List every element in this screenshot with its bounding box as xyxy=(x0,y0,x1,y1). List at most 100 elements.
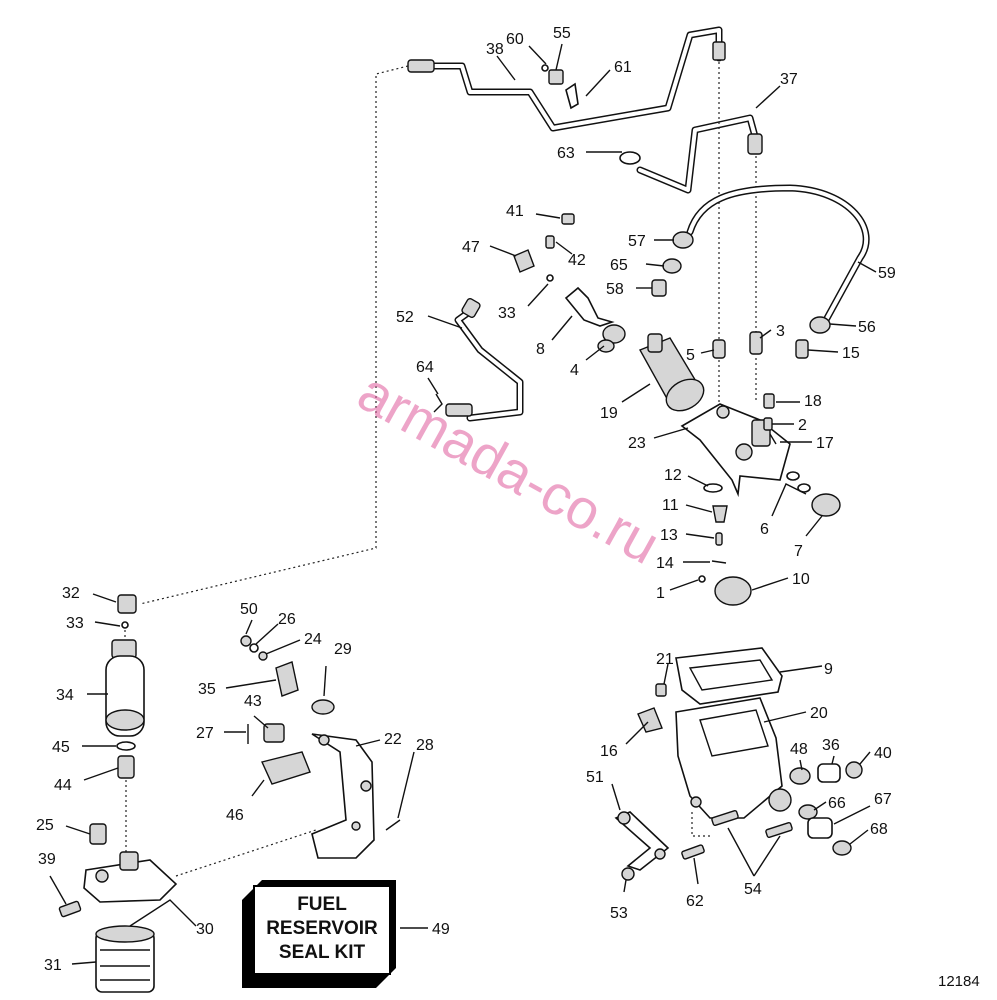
part-18-screw xyxy=(763,393,775,409)
callout-11: 11 xyxy=(662,497,679,514)
part-3-fitting xyxy=(749,331,763,355)
part-6-oring xyxy=(797,483,811,493)
part-45-oring xyxy=(116,741,136,751)
part-57-fitting xyxy=(672,231,694,249)
part-53-nut xyxy=(621,867,635,881)
part-17-screw xyxy=(769,433,777,445)
callout-52: 52 xyxy=(396,309,414,326)
callout-3: 3 xyxy=(776,323,785,340)
callout-35: 35 xyxy=(198,681,216,698)
callout-44: 44 xyxy=(54,777,72,794)
part-29-grommet xyxy=(311,699,335,715)
leader-lines xyxy=(49,43,877,965)
part-40-ring xyxy=(845,761,863,779)
line-fitting xyxy=(461,297,481,319)
part-4-washer xyxy=(602,324,626,344)
part-46-module xyxy=(261,751,311,785)
part-4-nut xyxy=(597,339,615,353)
callout-62: 62 xyxy=(686,893,704,910)
part-44-adapter xyxy=(117,755,135,779)
part-33-oring xyxy=(546,274,554,282)
part-60-clip xyxy=(541,64,549,72)
callout-38: 38 xyxy=(486,41,504,58)
callout-43: 43 xyxy=(244,693,262,710)
callout-19: 19 xyxy=(600,405,618,422)
callout-12: 12 xyxy=(664,467,682,484)
part-35-bracket xyxy=(275,661,299,697)
part-24-screw xyxy=(258,651,268,661)
callout-13: 13 xyxy=(660,527,678,544)
part-68-ring xyxy=(832,840,852,856)
callout-65: 65 xyxy=(610,257,628,274)
callout-34: 34 xyxy=(56,687,74,704)
callout-labels: 38 60 55 61 63 37 41 42 47 33 8 4 57 65 … xyxy=(36,25,896,974)
callout-49: 49 xyxy=(432,921,450,938)
callout-2: 2 xyxy=(798,417,807,434)
kit-box-line1: FUEL xyxy=(297,894,347,915)
callout-6: 6 xyxy=(760,521,769,538)
line-fitting xyxy=(445,403,473,417)
callout-61: 61 xyxy=(614,59,632,76)
callout-67: 67 xyxy=(874,791,892,808)
part-25-fitting xyxy=(89,823,107,845)
part-66-bushing xyxy=(798,804,818,820)
callout-20: 20 xyxy=(810,705,828,722)
part-14-spring xyxy=(711,560,727,564)
callout-28: 28 xyxy=(416,737,434,754)
callout-23: 23 xyxy=(628,435,646,452)
part-65-fitting xyxy=(662,258,682,274)
part-22-bracket xyxy=(311,733,375,859)
callout-15: 15 xyxy=(842,345,860,362)
part-54-bolt xyxy=(711,809,739,827)
callout-9: 9 xyxy=(824,661,833,678)
callout-26: 26 xyxy=(278,611,296,628)
callout-1: 1 xyxy=(656,585,665,602)
part-48-bushing xyxy=(789,767,811,785)
callout-37: 37 xyxy=(780,71,798,88)
part-63-fitting xyxy=(619,151,641,165)
callout-33-upper: 33 xyxy=(498,305,516,322)
callout-68: 68 xyxy=(870,821,888,838)
callout-18: 18 xyxy=(804,393,822,410)
callout-46: 46 xyxy=(226,807,244,824)
callout-22: 22 xyxy=(384,731,402,748)
part-7-plug xyxy=(811,493,841,517)
line-fitting xyxy=(747,133,763,155)
callout-55: 55 xyxy=(553,25,571,42)
part-62-bolt xyxy=(681,844,705,860)
callout-40: 40 xyxy=(874,745,892,762)
callout-64: 64 xyxy=(416,359,434,376)
callout-63: 63 xyxy=(557,145,575,162)
callout-16: 16 xyxy=(600,743,618,760)
part-67-sleeve xyxy=(807,817,833,839)
part-23-cover xyxy=(680,403,791,498)
callout-53: 53 xyxy=(610,905,628,922)
callout-57: 57 xyxy=(628,233,646,250)
part-47-fitting xyxy=(513,249,535,273)
fuel-line-38 xyxy=(407,26,726,132)
figure-number: 12184 xyxy=(938,973,980,990)
part-12-oring xyxy=(703,483,723,493)
callout-45: 45 xyxy=(52,739,70,756)
callout-41: 41 xyxy=(506,203,524,220)
callout-58: 58 xyxy=(606,281,624,298)
part-6-oring xyxy=(786,471,800,481)
callout-51: 51 xyxy=(586,769,604,786)
callout-27: 27 xyxy=(196,725,214,742)
part-34-fuel-filter-pump xyxy=(105,639,145,737)
callout-30: 30 xyxy=(196,921,214,938)
part-55-clamp xyxy=(548,69,564,85)
callout-8: 8 xyxy=(536,341,545,358)
callout-29: 29 xyxy=(334,641,352,658)
callout-25: 25 xyxy=(36,817,54,834)
part-1-ball xyxy=(698,575,706,583)
callout-4: 4 xyxy=(570,362,579,379)
callout-21: 21 xyxy=(656,651,674,668)
line-fitting xyxy=(712,41,726,61)
part-31-filter-element xyxy=(95,925,155,993)
callout-47: 47 xyxy=(462,239,480,256)
callout-5: 5 xyxy=(686,347,695,364)
part-64-clip xyxy=(433,393,443,413)
callout-17: 17 xyxy=(816,435,834,452)
